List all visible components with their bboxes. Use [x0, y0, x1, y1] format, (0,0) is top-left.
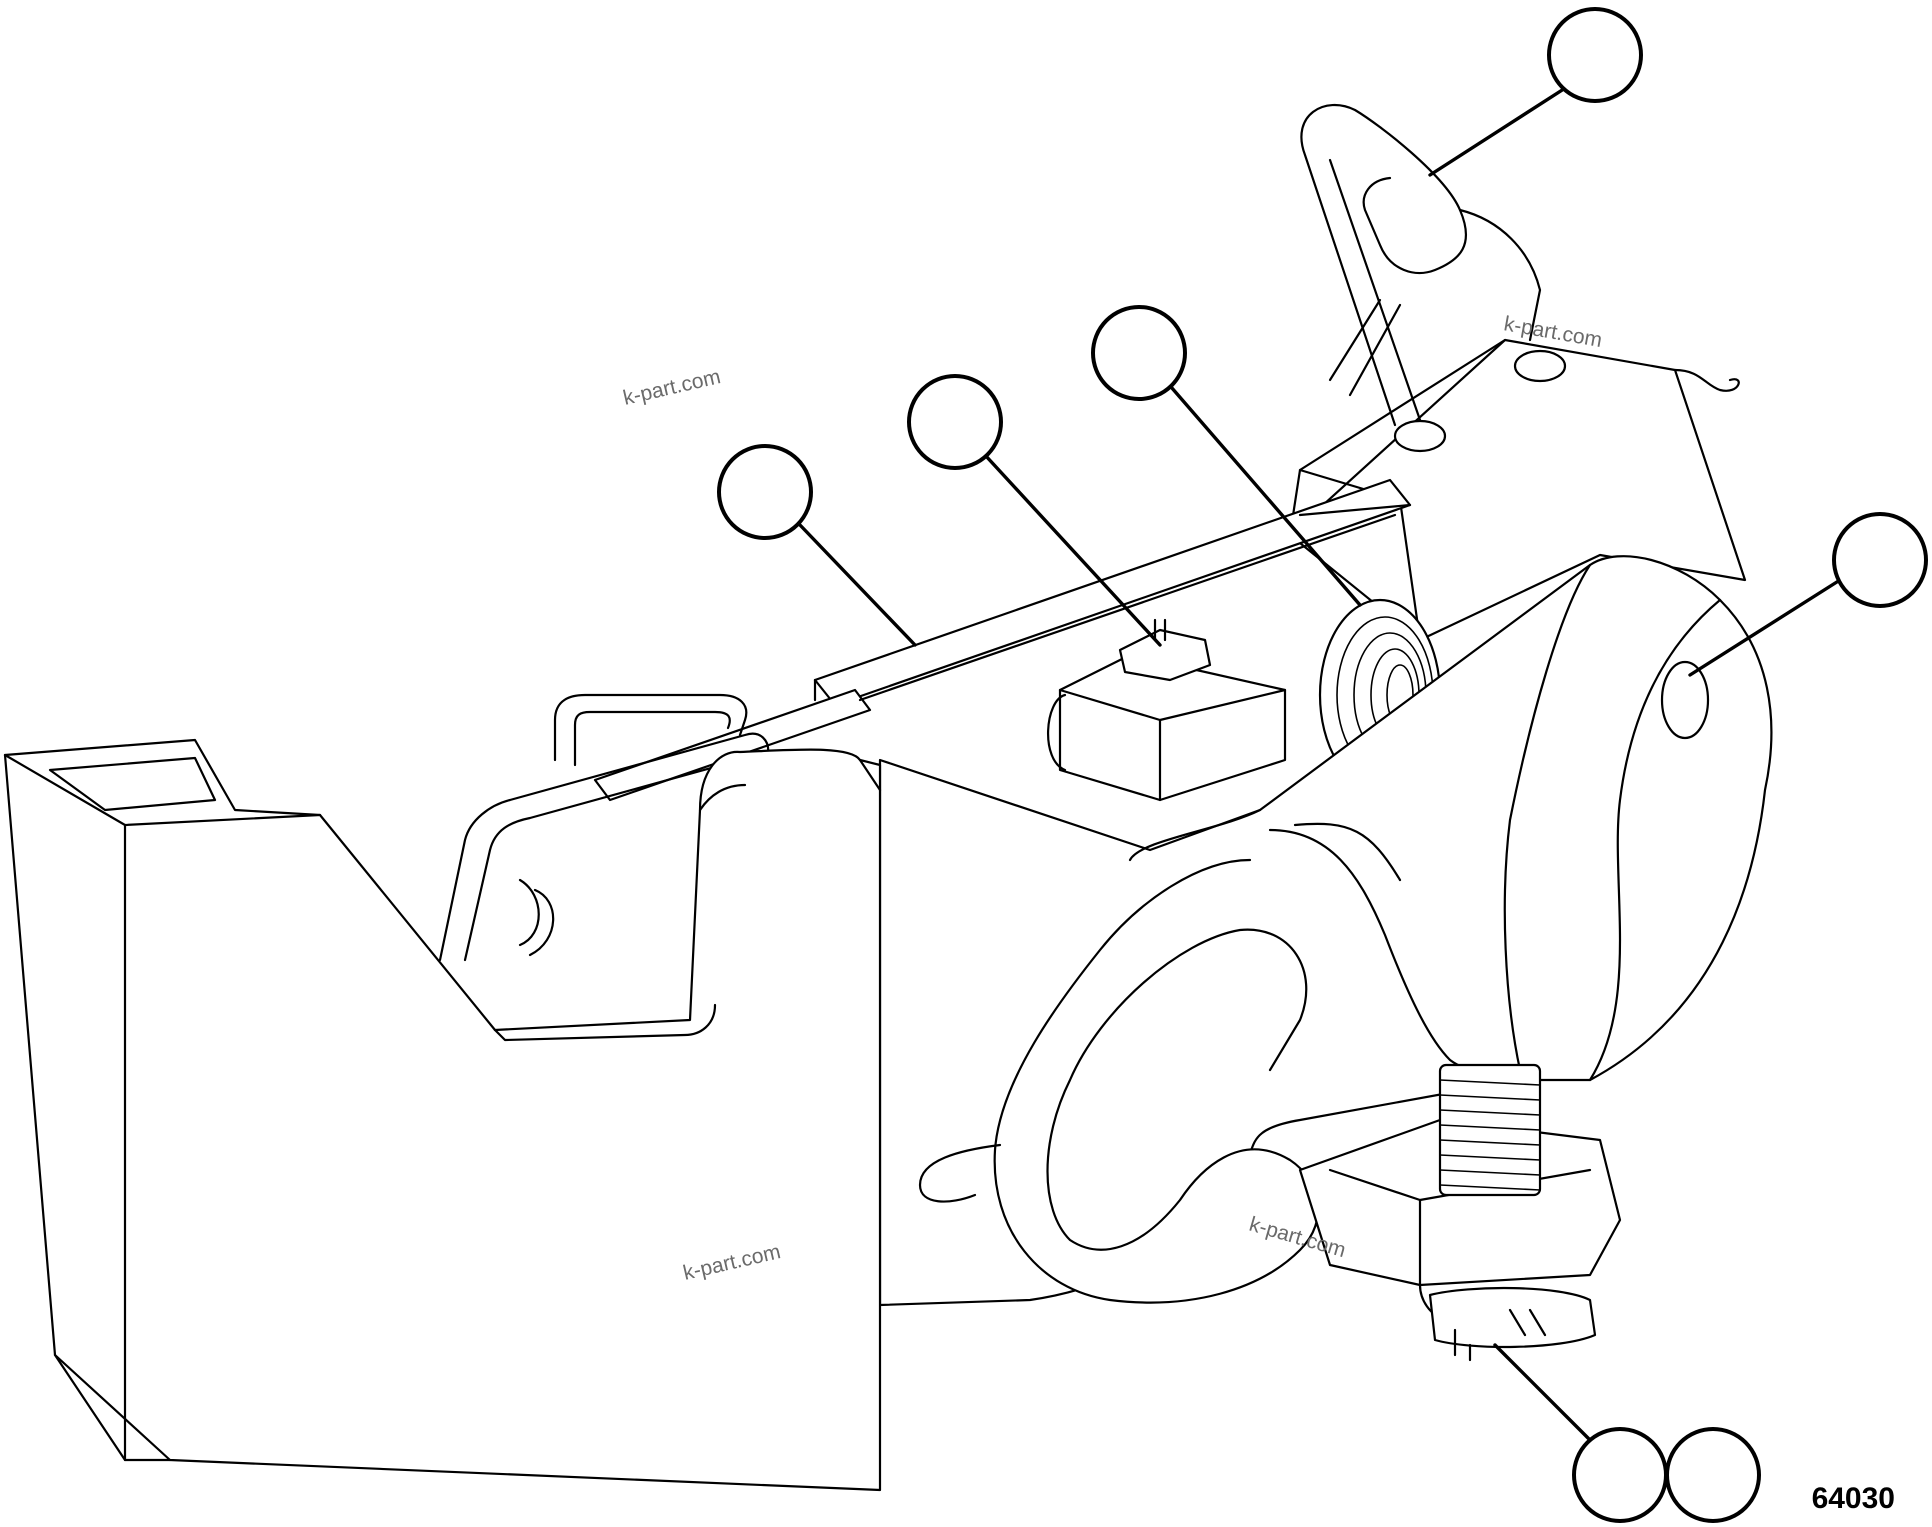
callout-7 — [1665, 1427, 1761, 1523]
hook-wire — [1300, 104, 1542, 427]
leader-line-6 — [1493, 1343, 1592, 1442]
callout-5 — [1832, 512, 1928, 608]
u-channel-base — [3, 738, 882, 1492]
leader-line-1 — [1428, 83, 1572, 177]
leader-line-3 — [983, 453, 1162, 647]
leader-line-5 — [1688, 578, 1842, 677]
callout-6 — [1572, 1427, 1668, 1523]
watermark-text-1: k-part.com — [621, 365, 723, 410]
callout-4 — [717, 444, 813, 540]
callout-2 — [1091, 305, 1187, 401]
leader-line-2 — [1163, 378, 1362, 607]
figure-number: 64030 — [1812, 1482, 1895, 1515]
nut-block — [1046, 618, 1287, 802]
clamp-body — [878, 555, 1773, 1362]
leader-line-4 — [798, 523, 917, 647]
callout-3 — [907, 374, 1003, 470]
leader-lines — [798, 83, 1842, 1442]
callout-group — [717, 7, 1928, 1523]
wire-loop — [438, 693, 770, 962]
callout-1 — [1547, 7, 1643, 103]
slide-bar — [593, 478, 1412, 802]
